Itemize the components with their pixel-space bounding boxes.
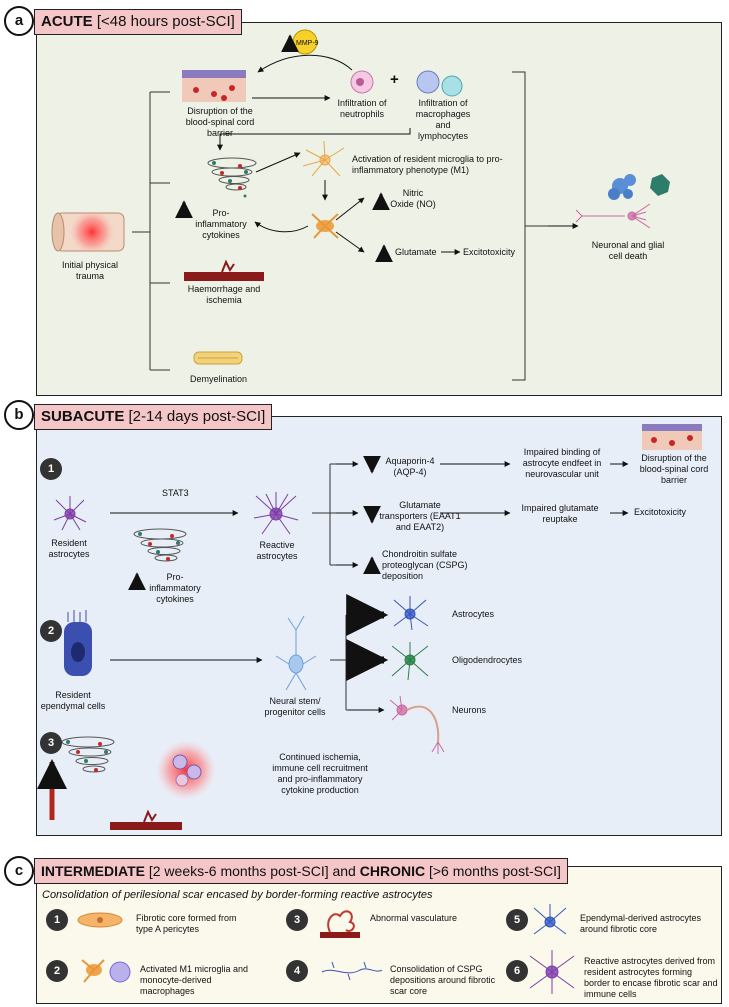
haemorrhage-icon-b <box>110 809 182 830</box>
panel-b-badge: b <box>4 400 34 430</box>
item-5-badge: 5 <box>506 909 528 931</box>
cspg-label: Chondroitin sulfate proteoglycan (CSPG) … <box>382 549 468 581</box>
panel-a-header-bold: ACUTE <box>41 13 93 30</box>
panel-chronic <box>36 866 722 1004</box>
bscb-disruption-label-b: Disruption of the blood-spinal cord barr… <box>639 453 709 485</box>
ependymal-cell-icon <box>64 610 92 676</box>
demyelination-icon <box>193 351 243 365</box>
item-1-label: Fibrotic core formed from type A pericyt… <box>136 913 237 934</box>
step-3-badge: 3 <box>40 732 62 754</box>
cspg-icon <box>321 961 383 981</box>
neurons-label: Neurons <box>452 705 487 715</box>
cytokine-tornado-icon <box>207 157 257 198</box>
continued-label: Continued ischemia, immune cell recruitm… <box>272 752 368 795</box>
neuron-icon <box>389 695 445 754</box>
oligodendrocytes-label: Oligodendrocytes <box>452 655 523 665</box>
dead-cells-icon <box>608 174 670 200</box>
panel-c-header-mid: [2 weeks-6 months post-SCI] and <box>144 863 360 879</box>
macrophage-icon <box>416 70 440 94</box>
haemorrhage-label: Haemorrhage and ischemia <box>187 284 261 305</box>
item-3-label: Abnormal vasculature <box>370 913 458 923</box>
lymphocyte-icon <box>441 75 463 97</box>
border-astrocyte-icon <box>529 950 575 994</box>
panel-a-header-rest: [<48 hours post-SCI] <box>92 13 235 30</box>
resident-astrocyte-icon <box>53 496 87 531</box>
panel-c-header-rest: [>6 months post-SCI] <box>425 863 561 879</box>
cytokines-label-b: Pro-inflammatory cytokines <box>149 572 201 604</box>
panel-c-header-bold2: CHRONIC <box>359 863 426 879</box>
item-6-label: Reactive astrocytes derived from residen… <box>584 956 718 999</box>
oligodendrocyte-icon <box>391 642 429 681</box>
item-4-label: Consolidation of CSPG depositions around… <box>390 964 496 996</box>
resident-astrocytes-label: Resident astrocytes <box>48 538 90 559</box>
panel-b-header: SUBACUTE [2-14 days post-SCI] <box>34 404 273 430</box>
item-3-badge: 3 <box>286 909 308 931</box>
reactive-astrocyte-icon <box>253 492 299 535</box>
panel-c-subtitle: Consolidation of perilesional scar encas… <box>42 889 433 901</box>
panel-c-header: INTERMEDIATE [2 weeks-6 months post-SCI]… <box>34 858 568 884</box>
neutrophils-label: Infiltration of neutrophils <box>337 98 387 119</box>
nitric-oxide-label: Nitric Oxide (NO) <box>390 188 436 209</box>
resting-microglia-icon <box>302 140 345 177</box>
bscb-icon-b <box>642 424 702 450</box>
bscb-disruption-label: Disruption of the blood-spinal cord barr… <box>185 106 255 138</box>
glutamate-label-a: Glutamate <box>395 247 437 257</box>
astrocytes-label: Astrocytes <box>452 609 495 619</box>
impaired-binding-label: Impaired binding of astrocyte endfeet in… <box>522 447 602 479</box>
item-4-badge: 4 <box>286 960 308 982</box>
item-2-label: Activated M1 microglia and monocyte-deri… <box>140 964 249 996</box>
nspc-label: Neural stem/ progenitor cells <box>264 696 326 717</box>
step-2-badge: 2 <box>40 620 62 642</box>
dying-neuron-icon <box>575 203 651 229</box>
panel-a-badge: a <box>4 6 34 36</box>
reactive-astrocytes-label: Reactive astrocytes <box>256 540 298 561</box>
microglia-activation-label: Activation of resident microglia to pro-… <box>352 154 503 175</box>
macrophages-label: Infiltration of macrophages and lymphocy… <box>415 98 471 141</box>
panel-b-header-rest: [2-14 days post-SCI] <box>124 408 266 425</box>
haemorrhage-icon <box>184 259 264 281</box>
excitotoxicity-label-b: Excitotoxicity <box>634 507 687 517</box>
ependymal-label: Resident ependymal cells <box>40 690 106 711</box>
stat3-label: STAT3 <box>162 488 189 498</box>
excitotoxicity-label-a: Excitotoxicity <box>463 247 516 257</box>
cytokine-tornado-icon-b <box>133 528 187 562</box>
impaired-reuptake-label: Impaired glutamate reuptake <box>521 503 599 524</box>
aqp4-label: Aquaporin-4 (AQP-4) <box>385 456 435 477</box>
ependymal-astrocyte-icon <box>533 904 567 935</box>
plus-sign: + <box>390 71 399 88</box>
m1-microglia-icon <box>81 959 131 983</box>
immune-cells-icon <box>156 740 216 800</box>
astrocyte-icon <box>393 596 429 631</box>
glutamate-transporters-label: Glutamate transporters (EAAT1 and EAAT2) <box>379 500 461 532</box>
item-2-badge: 2 <box>46 960 68 982</box>
panel-c-badge: c <box>4 856 34 886</box>
cytokine-tornado-icon-c <box>61 736 115 773</box>
panel-b-header-bold: SUBACUTE <box>41 408 125 425</box>
initial-trauma-label: Initial physical trauma <box>61 260 119 281</box>
abnormal-vasculature-icon <box>320 910 360 938</box>
item-1-badge: 1 <box>46 909 68 931</box>
item-6-badge: 6 <box>506 960 528 982</box>
panel-a-header: ACUTE [<48 hours post-SCI] <box>34 9 242 35</box>
demyelination-label: Demyelination <box>190 374 248 384</box>
neural-stem-cell-icon <box>275 615 317 691</box>
cytokines-label-a: Pro-inflammatory cytokines <box>195 208 247 240</box>
spinal-cord-icon <box>51 210 125 254</box>
cell-death-label: Neuronal and glial cell death <box>591 240 665 261</box>
step-1-badge: 1 <box>40 458 62 480</box>
panel-c-header-bold1: INTERMEDIATE <box>41 863 145 879</box>
bscb-icon <box>182 70 246 102</box>
mmp9-label: MMP-9 <box>296 40 319 47</box>
pericyte-icon <box>77 912 123 928</box>
item-5-label: Ependymal-derived astrocytes around fibr… <box>580 913 702 934</box>
activated-microglia-icon <box>311 213 339 239</box>
